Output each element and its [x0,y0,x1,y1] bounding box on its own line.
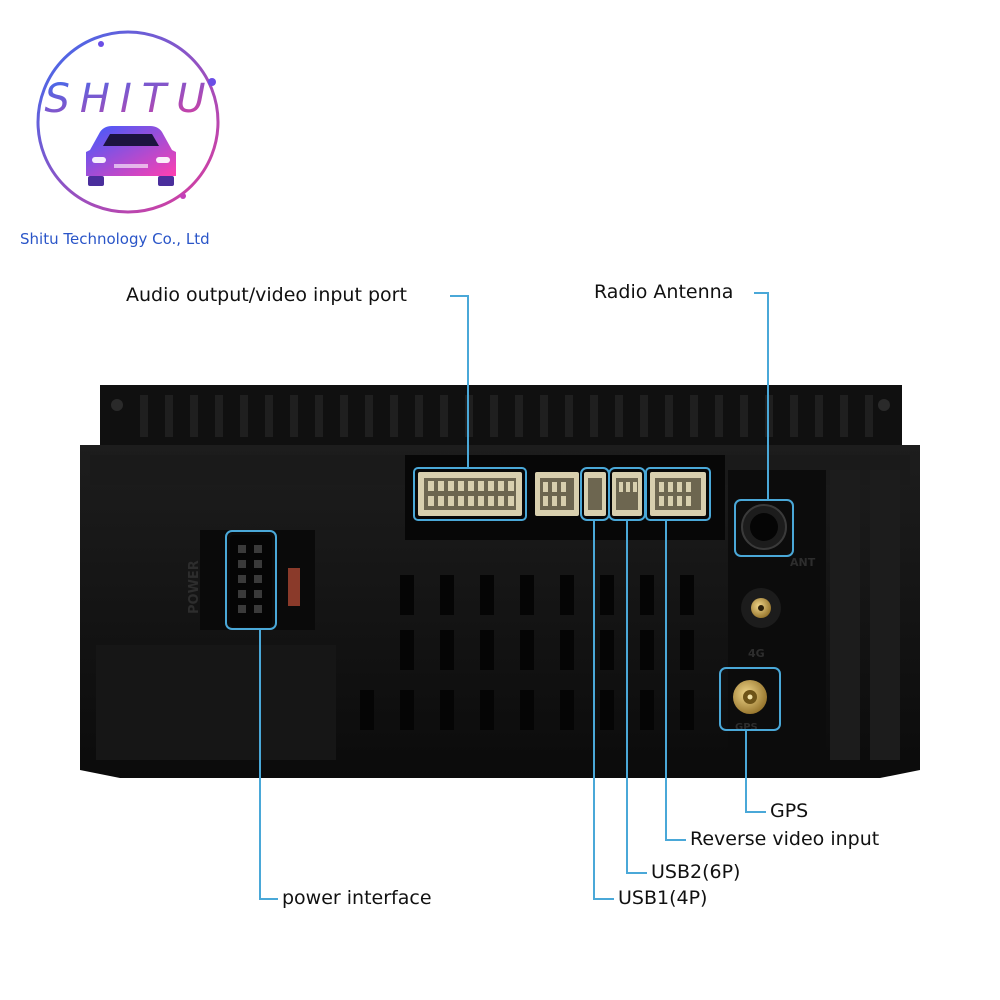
leader-lines [259,292,769,900]
power-interface-label: power interface [282,887,432,909]
logo-wordmark: SHITU [45,76,216,122]
4g-marking: 4G [748,647,765,660]
gps-label: GPS [770,800,809,822]
reverse-video-leader [665,520,686,841]
4g-antenna-port: 4G [741,588,781,660]
reverse-video-label: Reverse video input [690,828,880,850]
car-icon [86,126,176,186]
power-highlight [225,530,277,630]
audio-video-label: Audio output/video input port [126,284,407,306]
usb2-label: USB2(6P) [651,861,741,883]
gps-marking: GPS [735,722,758,733]
gps-highlight [719,667,781,731]
radio-antenna-leader [754,292,769,500]
audio-video-connector [418,472,522,516]
power-marking: POWER [187,560,202,614]
audio-video-highlight [413,467,527,521]
aux-connector [535,472,579,516]
gps-antenna-port: GPS [733,680,767,733]
antenna-panel: ANT 4G GPS [728,470,826,760]
audio-video-leader [450,295,469,468]
radio-antenna-label: Radio Antenna [594,281,734,303]
reverse-video-highlight [645,467,711,521]
radio-antenna-port: ANT [741,504,816,569]
power-connector: POWER [187,530,315,630]
brand-logo: SHITU [36,30,220,214]
reverse-video-connector [650,472,706,516]
usb1-connector [584,472,606,516]
usb2-leader [626,520,647,874]
usb1-leader [593,520,614,900]
gps-leader [745,730,766,813]
ant-marking: ANT [790,556,816,569]
radio-antenna-highlight [734,499,794,557]
power-leader [259,629,278,900]
usb2-connector [612,472,642,516]
company-name: Shitu Technology Co., Ltd [20,230,210,248]
usb1-label: USB1(4P) [618,887,708,909]
